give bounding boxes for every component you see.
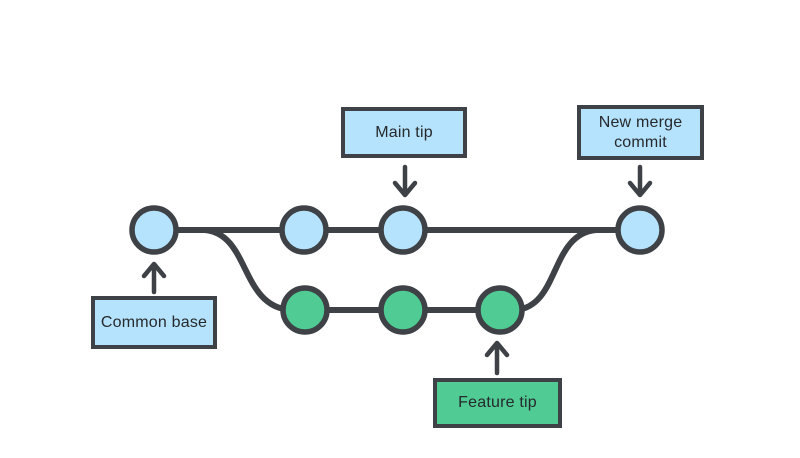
new-merge-commit-label-text: New merge commit bbox=[598, 113, 683, 151]
commit-node-main-tip bbox=[378, 205, 428, 255]
new-merge-commit-arrow-down-icon bbox=[627, 164, 653, 198]
branch-split-curve bbox=[202, 227, 293, 313]
common-base-arrow-up-icon bbox=[141, 261, 167, 295]
arrow-head bbox=[141, 261, 167, 279]
commit-node-feature-tip bbox=[475, 285, 525, 335]
main-tip-arrow-down-icon bbox=[392, 164, 418, 198]
arrow-head bbox=[627, 180, 653, 198]
new-merge-commit-label: New merge commit bbox=[577, 105, 704, 160]
main-tip-label-text: Main tip bbox=[375, 123, 433, 141]
commit-node-feature-1 bbox=[280, 285, 330, 335]
common-base-label-text: Common base bbox=[100, 313, 208, 331]
feature-tip-label: Feature tip bbox=[433, 378, 562, 428]
common-base-label: Common base bbox=[91, 296, 217, 349]
main-tip-label: Main tip bbox=[341, 107, 467, 158]
arrow-head bbox=[392, 180, 418, 198]
arrow-head bbox=[484, 340, 510, 358]
commit-node-common-base bbox=[129, 205, 179, 255]
commit-node-new-merge-commit bbox=[615, 205, 665, 255]
feature-tip-label-text: Feature tip bbox=[458, 394, 537, 411]
branch-merge-curve bbox=[513, 227, 599, 313]
feature-tip-arrow-up-icon bbox=[484, 340, 510, 376]
commit-node-feature-2 bbox=[378, 285, 428, 335]
commit-node-main-2 bbox=[279, 205, 329, 255]
